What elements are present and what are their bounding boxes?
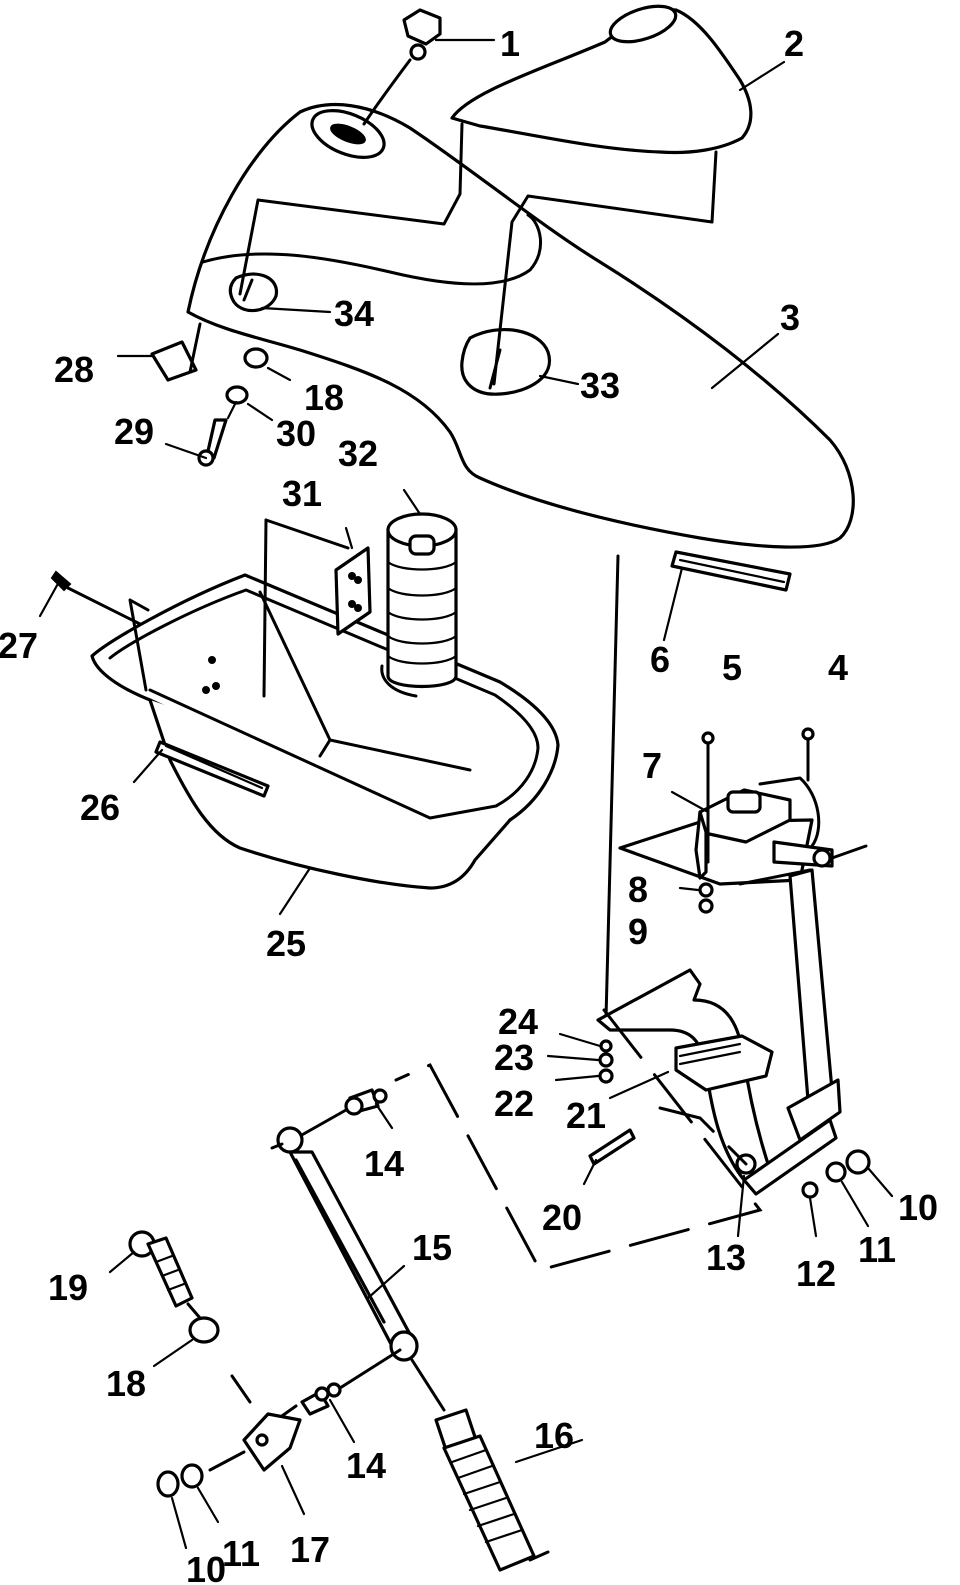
- nut-12-part: [801, 1181, 819, 1199]
- callout-15: 15: [412, 1227, 452, 1268]
- nut-10-lower-part: [156, 1470, 180, 1498]
- cup-holder-part: [380, 512, 458, 698]
- bolt-33-part: [488, 348, 502, 390]
- nut-10-part: [845, 1149, 871, 1175]
- callout-12: 12: [796, 1253, 836, 1294]
- nut-24-part: [599, 1039, 613, 1053]
- callout-33: 33: [580, 365, 620, 406]
- pin-27-part: [50, 570, 142, 626]
- assembly-guide-dashed-2: [658, 1106, 748, 1166]
- callout-24: 24: [498, 1001, 538, 1042]
- callout-20: 20: [542, 1197, 582, 1238]
- callout-11-lower: 11: [222, 1533, 260, 1574]
- pedal-pad-part: [674, 1034, 774, 1092]
- callout-13: 13: [706, 1237, 746, 1278]
- callout-22: 22: [494, 1083, 534, 1124]
- callout-4: 4: [828, 647, 848, 688]
- callout-1: 1: [500, 23, 520, 64]
- callout-10-right: 10: [898, 1187, 938, 1228]
- washer-18-lower-part: [186, 1302, 220, 1344]
- callout-14-lower: 14: [346, 1445, 386, 1486]
- switch-bracket-part: [618, 776, 868, 886]
- callout-11-right: 11: [858, 1229, 896, 1270]
- callout-19: 19: [48, 1267, 88, 1308]
- nut-8-part: [698, 882, 714, 898]
- callout-26: 26: [80, 787, 120, 828]
- rubber-tab-part: [150, 322, 202, 382]
- console-cover-part: [238, 4, 753, 386]
- callout-23: 23: [494, 1037, 534, 1078]
- callout-29: 29: [114, 411, 154, 452]
- screw-5-part: [701, 731, 715, 864]
- storage-tray-part: [90, 573, 560, 890]
- callout-31: 31: [282, 473, 322, 514]
- callout-32: 32: [338, 433, 378, 474]
- washer-23-part: [598, 1052, 614, 1068]
- callout-labels: 1 2 3 4 5 6 7 8 9 10 11 12 13 14 15 14 1…: [0, 23, 938, 1585]
- bolt-34-part: [242, 278, 254, 302]
- callout-28: 28: [54, 349, 94, 390]
- screw-22-part: [598, 1068, 614, 1084]
- callout-27: 27: [0, 625, 38, 666]
- callout-leaders: [38, 38, 894, 1550]
- callout-34: 34: [334, 293, 374, 334]
- bolt-19-part: [128, 1230, 194, 1308]
- washer-11-part: [825, 1161, 847, 1183]
- callout-25: 25: [266, 923, 306, 964]
- washer-30-part: [225, 385, 249, 405]
- washer-18-part: [243, 347, 269, 369]
- clip-fastener-part: [362, 8, 442, 126]
- mounting-bracket-part: [262, 518, 372, 698]
- screw-4-part: [801, 727, 815, 782]
- callout-30: 30: [276, 413, 316, 454]
- brake-pedal-arm-part: [596, 868, 842, 1196]
- callout-16: 16: [534, 1415, 574, 1456]
- callout-10-lower: 10: [186, 1549, 226, 1585]
- nut-9-part: [698, 898, 714, 914]
- trim-strip-part: [154, 740, 270, 798]
- callout-17: 17: [290, 1529, 330, 1570]
- screw-29-part: [197, 400, 238, 467]
- callout-9: 9: [628, 911, 648, 952]
- clevis-pin-14-lower-part: [260, 1348, 402, 1432]
- clevis-pin-14-upper-part: [298, 1088, 388, 1138]
- hood-to-bracket-guide-line: [604, 554, 620, 1020]
- push-rod-part: [270, 1126, 419, 1362]
- callout-2: 2: [784, 23, 804, 64]
- callout-18-upper: 18: [304, 377, 344, 418]
- hood-cowl-part: [186, 102, 855, 549]
- callout-21: 21: [566, 1095, 606, 1136]
- rail-6-part: [670, 550, 792, 592]
- callout-5: 5: [722, 647, 742, 688]
- callout-14-upper: 14: [364, 1143, 404, 1184]
- pin-20-part: [588, 1128, 636, 1166]
- spring-boot-part: [410, 1358, 550, 1572]
- washer-11-lower-part: [180, 1463, 204, 1489]
- callout-18-lower: 18: [106, 1363, 146, 1404]
- callout-3: 3: [780, 297, 800, 338]
- callout-8: 8: [628, 869, 648, 910]
- assembly-guide-dashed: [394, 1008, 763, 1272]
- clevis-plate-part: [208, 1374, 302, 1472]
- callout-6: 6: [650, 639, 670, 680]
- callout-7: 7: [642, 745, 662, 786]
